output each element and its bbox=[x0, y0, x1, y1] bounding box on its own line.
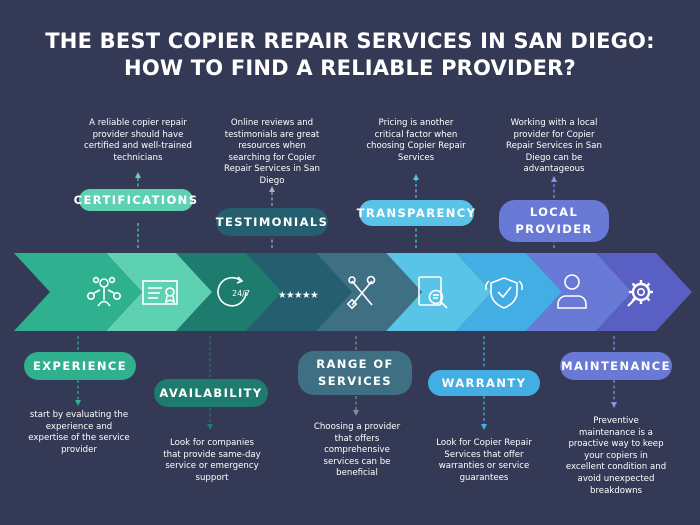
arrowhead-availability bbox=[207, 424, 213, 430]
arrowhead-maintenance bbox=[611, 402, 617, 408]
svg-text:24/7: 24/7 bbox=[232, 289, 250, 298]
page-title: THE BEST COPIER REPAIR SERVICES IN SAN D… bbox=[45, 29, 655, 80]
chevron-segment-3 bbox=[176, 253, 282, 331]
label-range-of-services: RANGE OF SERVICES bbox=[298, 351, 412, 395]
description-warranty: Look for Copier Repair Services that off… bbox=[436, 438, 532, 483]
people-network-icon bbox=[87, 276, 122, 307]
document-search-icon bbox=[418, 276, 448, 309]
chevron-segment-1 bbox=[14, 253, 142, 331]
label-transparency: TRANSPARENCY bbox=[357, 200, 475, 226]
gear-wrench-icon bbox=[627, 280, 653, 307]
description-experience: start by evaluating the experience and e… bbox=[28, 410, 130, 455]
label-certifications: CERTIFICATIONS bbox=[74, 189, 197, 211]
tools-icon bbox=[346, 275, 376, 310]
five-stars-icon: ★★★★★ bbox=[278, 290, 319, 301]
clock-24-7-icon: 24/7 bbox=[217, 276, 250, 307]
person-icon bbox=[557, 274, 587, 309]
arrowhead-certifications bbox=[135, 172, 141, 178]
description-testimonials: Online reviews and testimonials are grea… bbox=[224, 118, 320, 186]
chevron-segment-2 bbox=[106, 253, 212, 331]
label-local-provider: LOCAL PROVIDER bbox=[499, 200, 609, 242]
label-maintenance: MAINTENANCE bbox=[560, 352, 672, 380]
arrowhead-local bbox=[551, 176, 557, 182]
chevron-segment-8 bbox=[526, 253, 632, 331]
label-warranty: WARRANTY bbox=[428, 370, 540, 396]
description-certifications: A reliable copier repair provider should… bbox=[83, 118, 193, 163]
chevron-segment-5 bbox=[316, 253, 422, 331]
label-availability: AVAILABILITY bbox=[154, 379, 268, 407]
label-experience: EXPERIENCE bbox=[24, 352, 136, 380]
arrowhead-warranty bbox=[481, 424, 487, 430]
description-range-of-services: Choosing a provider that offers comprehe… bbox=[313, 422, 401, 479]
arrowhead-transparency bbox=[413, 174, 419, 180]
chevron-segment-4 bbox=[246, 253, 352, 331]
chevron-segment-7 bbox=[456, 253, 562, 331]
arrowhead-range bbox=[353, 410, 359, 416]
description-maintenance: Preventive maintenance is a proactive wa… bbox=[565, 416, 667, 496]
arrowhead-experience bbox=[75, 400, 81, 406]
description-transparency: Pricing is another critical factor when … bbox=[366, 118, 466, 163]
certificate-icon bbox=[142, 280, 178, 305]
arrowhead-testimonials bbox=[269, 186, 275, 192]
shield-check-icon bbox=[485, 277, 523, 309]
description-availability: Look for companies that provide same-day… bbox=[163, 438, 261, 483]
description-local-provider: Working with a local provider for Copier… bbox=[506, 118, 602, 175]
label-testimonials: TESTIMONIALS bbox=[216, 208, 328, 236]
svg-text:★★★★★: ★★★★★ bbox=[278, 290, 318, 301]
